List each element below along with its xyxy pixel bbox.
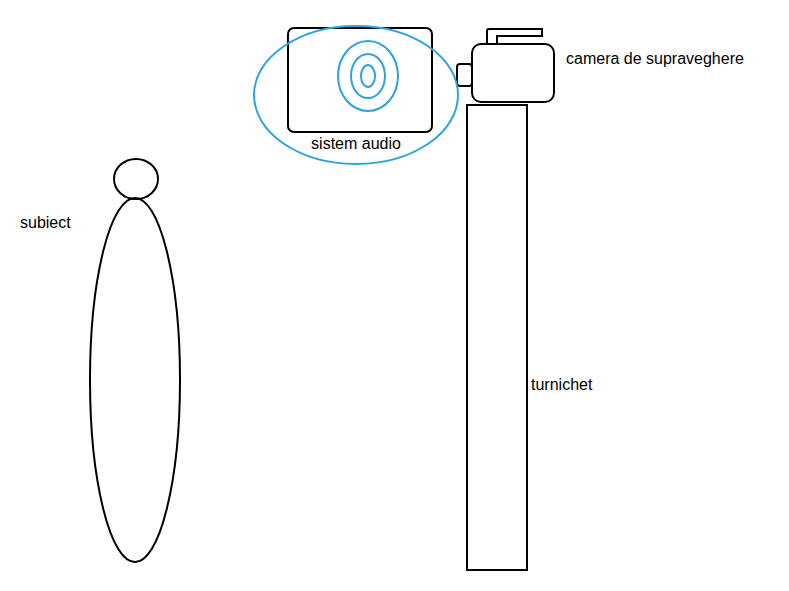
sound-source — [361, 65, 375, 87]
camera-lens — [457, 64, 472, 86]
camera-body — [472, 44, 554, 102]
subject-head — [114, 159, 158, 199]
part-label: camera de supraveghere — [566, 49, 744, 69]
speaker-box — [288, 28, 432, 132]
sound-wave — [351, 54, 385, 98]
part-label: turnichet — [531, 375, 592, 395]
node-label: sistem audio — [252, 134, 460, 154]
sound-wave — [338, 41, 398, 111]
part-label: subiect — [20, 213, 71, 233]
camera-mount — [487, 29, 542, 44]
audio-zone: sistem audio — [252, 24, 460, 166]
subject-body — [90, 198, 180, 562]
turnstile-post — [467, 105, 527, 570]
